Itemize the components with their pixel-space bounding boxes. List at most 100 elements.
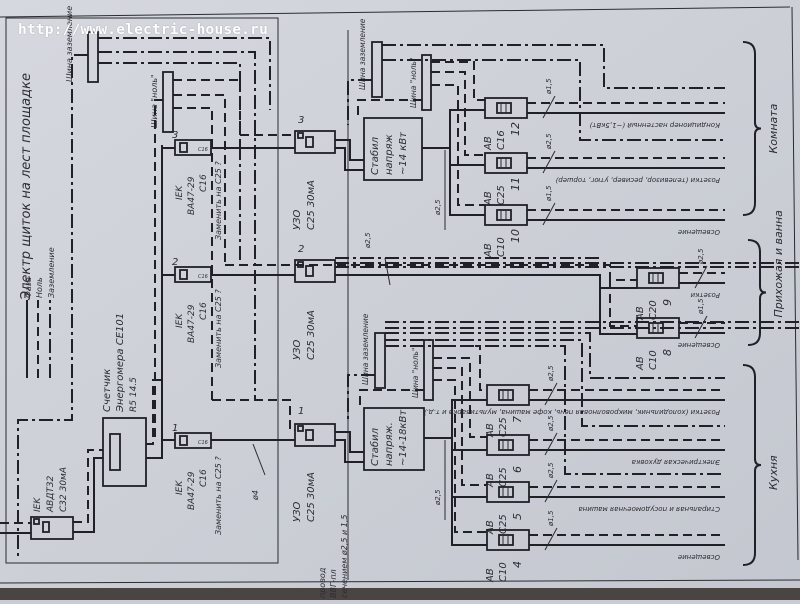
input-breaker-1-tag: С16 [198, 440, 208, 446]
room-ground-11 [382, 59, 725, 141]
main-rcd-brand: IEK [33, 497, 43, 512]
breaker-4-lever-icon [498, 534, 514, 546]
landing-neutral-bus [162, 71, 174, 133]
rcd-1: 1 УЗО С25 30мА [292, 406, 336, 522]
breaker-4-rating: С10 [498, 562, 509, 582]
ground-wire-3 [98, 37, 271, 110]
breaker-5-type: АВ [485, 520, 496, 535]
stabilizer-room-line1: Стабил [369, 136, 381, 175]
rcd-3: 3 УЗО С25 30мА [292, 115, 336, 230]
hall-neutral-distribution [225, 264, 637, 327]
breaker-12-load-label: Кондиционер настенный (~1,5кВт) [589, 121, 720, 129]
breaker-6-wire-size: ø2,5 [547, 415, 555, 432]
watermark-url: http://www.electric-house.ru [18, 22, 269, 38]
main-rcd-rating: С32 30мА [59, 467, 69, 512]
breaker-11-wire-leader [542, 150, 556, 174]
breaker-8-load-label: Освещение [678, 341, 720, 349]
group-0-brace [742, 41, 762, 216]
energy-meter-display [109, 433, 121, 471]
breaker-10-type: АВ [483, 243, 494, 258]
breaker-9 [636, 267, 680, 289]
meter-label-3: R5 14.5 [129, 377, 139, 412]
rcd-lever-icon [305, 429, 314, 441]
breaker-lever-icon [179, 142, 188, 153]
hall-phase-distribution [335, 274, 637, 335]
meter-label-1: Счетчик [102, 369, 113, 412]
breaker-10-wire-leader [542, 202, 556, 226]
landing-panel-frame [5, 17, 279, 564]
kitchen-neutral-bus-label: Шина "ноль" [411, 348, 420, 398]
breaker-10-wire-size: ø1,5 [545, 185, 553, 202]
rcd-2-rating: С25 30мА [306, 310, 317, 360]
kitchen-neutral-5 [433, 367, 487, 486]
kitchen-neutral-6 [433, 357, 487, 438]
input-breaker-1-number: 1 [172, 423, 178, 434]
room-phase-distribution [422, 109, 485, 216]
stabilizer-kitchen-line2: напряж. [384, 422, 395, 466]
meter-label-2: Энергомера СЕ101 [115, 313, 126, 413]
meter-out-neutral [146, 379, 162, 445]
breaker-4-number: 4 [511, 561, 524, 568]
main-rcd-test-button [33, 518, 40, 525]
main-rcd-lever-icon [42, 521, 50, 533]
ground-wire-2 [98, 51, 256, 400]
neutral-feed [154, 99, 163, 440]
neutral-wire-2 [173, 94, 226, 265]
kitchen-phase-distribution [424, 399, 487, 546]
landing-ground-bus [87, 31, 99, 83]
input-breaker-2-brand: IEK [175, 313, 185, 328]
breaker-9-wire-size: ø2,5 [697, 248, 705, 265]
rcd3-to-stab-phase [335, 139, 364, 161]
breaker-8-lever-icon [648, 322, 664, 334]
breaker-11-type: АВ [483, 191, 494, 206]
breaker-10-load-label: Освещение [678, 228, 720, 236]
breaker-11-wire-size: ø2,5 [545, 133, 553, 150]
stabilizer-kitchen-line1: Стабил [369, 427, 381, 466]
rcd-3-number: 3 [298, 115, 304, 126]
breaker-7-rating: С25 [498, 417, 509, 437]
breaker-11-load-label: Розетки (телевизор, ресивер, утюг, торше… [555, 176, 720, 184]
legend-phase-label: Фаза [24, 277, 33, 298]
room-ground-12 [382, 44, 725, 89]
breaker-7-number: 7 [511, 416, 524, 423]
breaker-lever-icon [179, 269, 188, 280]
rcd-lever-icon [305, 136, 314, 148]
breaker-9-rating: С20 [648, 300, 659, 320]
rcd-3-rating: С25 30мА [306, 180, 317, 230]
table-edge [0, 588, 800, 600]
breaker-5-rating: С25 [498, 514, 509, 534]
breaker-6-lever-icon [498, 439, 514, 451]
breaker-5-wire-leader [544, 479, 558, 503]
breaker-11 [484, 152, 528, 174]
hall-wire-size: ø2,5 [364, 232, 372, 249]
input-breaker-3-brand: IEK [175, 185, 185, 200]
breaker-7-wire-size: ø2,5 [547, 365, 555, 382]
breaker-12-type: АВ [483, 136, 494, 151]
breaker-8-wire-leader [694, 315, 708, 339]
rcd-to-meter-neutral [73, 449, 103, 523]
room-neutral-10 [431, 84, 485, 206]
room-ground-in [347, 79, 372, 125]
input-breaker-3-tag: С16 [198, 147, 208, 153]
breaker-12-number: 12 [509, 122, 522, 136]
rcd-3-model: УЗО [292, 209, 303, 230]
stabilizer-kitchen-line3: ~14-18кВт [398, 409, 409, 466]
breaker-8-number: 8 [661, 349, 674, 356]
group-1-brace [747, 239, 767, 346]
breaker-lever-icon [179, 435, 188, 446]
kitchen-ground-bus-label: Шина заземление [361, 313, 370, 385]
input-breaker-2-number: 2 [172, 257, 178, 268]
room-ground-bus-label: Шина заземление [358, 18, 367, 90]
breaker-8-type: АВ [635, 356, 646, 371]
kitchen-ground-in [347, 374, 375, 420]
breaker-11-number: 11 [509, 177, 522, 191]
kitchen-ground-5 [385, 345, 725, 475]
input-breaker-1-rating: С16 [199, 469, 209, 487]
breaker-7 [486, 384, 530, 406]
breaker-7-type: АВ [485, 423, 496, 438]
rcd-1-number: 1 [298, 406, 304, 417]
main-rcd [30, 516, 74, 540]
group-name-Комната: Комната [767, 103, 780, 153]
